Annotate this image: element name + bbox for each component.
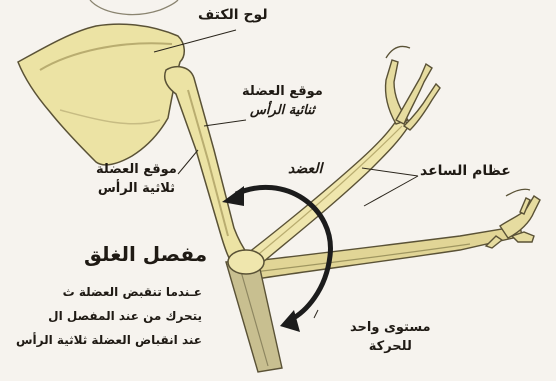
elbow-joint xyxy=(228,250,264,274)
caption-line-1: عـندما تنقبض العضلة ث xyxy=(2,280,202,304)
label-single-plane: مستوى واحد للحركة xyxy=(350,318,431,356)
label-biceps-site: موقع العضلة ثنائية الرأس xyxy=(242,82,323,120)
label-triceps-line-1: موقع العضلة xyxy=(96,160,177,179)
label-triceps-line-2: ثلاثية الرأس xyxy=(96,179,177,198)
label-single-plane-line-1: مستوى واحد xyxy=(350,318,431,337)
caption-line-3: عند انقباض العضلة ثلاثية الرأس xyxy=(2,328,202,352)
label-forearm-bones: عظام الساعد xyxy=(420,162,511,181)
hinge-joint-title: مفصل الغلق xyxy=(84,242,207,266)
label-scapula: لوح الكتف xyxy=(198,6,268,25)
caption-line-2: يتحرك من عند المفصل ال xyxy=(2,304,202,328)
label-triceps-site: موقع العضلة ثلاثية الرأس xyxy=(96,160,177,198)
hinge-joint-caption: عـندما تنقبض العضلة ث يتحرك من عند المفص… xyxy=(2,280,202,352)
label-biceps-line-2: ثنائية الرأس xyxy=(242,101,323,120)
label-biceps-line-1: موقع العضلة xyxy=(242,82,323,101)
label-single-plane-line-2: للحركة xyxy=(350,337,431,356)
label-humerus: العضد xyxy=(288,160,322,179)
